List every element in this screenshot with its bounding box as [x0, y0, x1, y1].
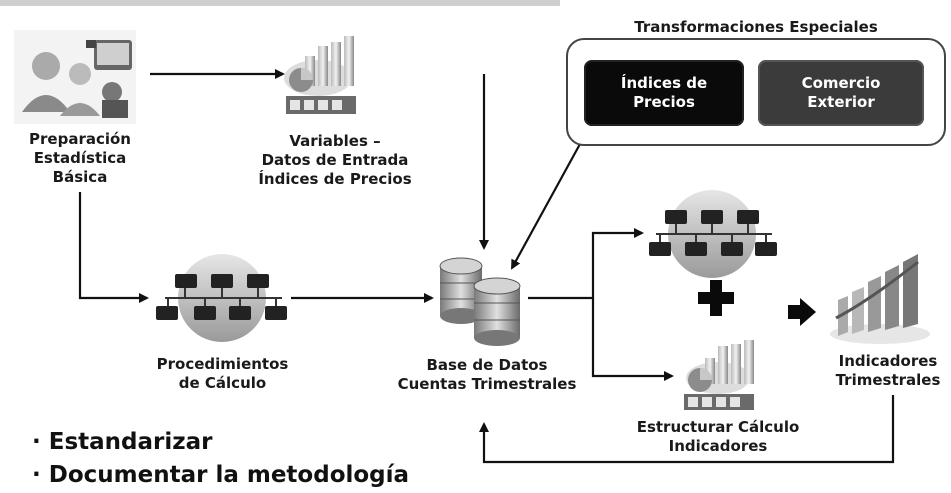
top-banner-strip [0, 0, 560, 6]
input-variables-label: Variables – Datos de Entrada Índices de … [258, 132, 412, 188]
database-label: Base de Datos Cuentas Trimestrales [397, 356, 577, 393]
structure-calc-label: Estructurar Cálculo Indicadores [636, 418, 800, 455]
people-computer-icon [14, 30, 136, 124]
bullet-item: · Estandarizar [32, 429, 213, 455]
bar-chart-icon [284, 36, 356, 114]
basic-statistics-label: Preparación Estadística Básica [29, 130, 131, 186]
process-network-icon [156, 254, 287, 342]
structure-network-icon [649, 190, 777, 278]
connector-arrows [78, 69, 895, 464]
right-arrow-icon [788, 298, 816, 326]
chip-foreign-trade: Comercio Exterior [758, 60, 924, 126]
bullet-standardize: Estandarizar [48, 429, 213, 455]
database-icon [439, 257, 521, 346]
chip-price-indices-label: Índices de Precios [620, 74, 708, 111]
quarterly-indicators-icon [830, 254, 930, 344]
bullet-document-methodology: Documentar la metodología [48, 462, 410, 488]
calc-procedures-label: Procedimientos de Cálculo [156, 355, 289, 392]
quarterly-indicators-label: Indicadores Trimestrales [835, 352, 941, 389]
chip-foreign-trade-label: Comercio Exterior [801, 74, 881, 111]
chip-price-indices: Índices de Precios [584, 60, 744, 126]
special-transformations-title: Transformaciones Especiales [634, 18, 878, 36]
plus-icon [698, 280, 734, 316]
bullet-item: · Documentar la metodología [32, 462, 410, 488]
indicator-chart-icon [684, 340, 754, 410]
bullet-list: · Estandarizar · Documentar la metodolog… [32, 426, 409, 492]
